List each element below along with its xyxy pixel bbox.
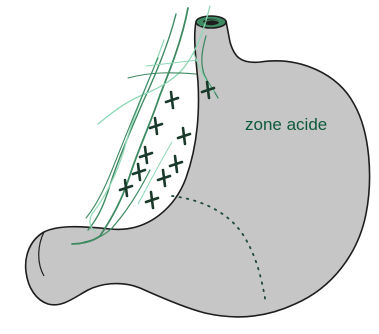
cross-marker-icon	[140, 147, 152, 163]
cross-marker-icon	[178, 128, 190, 144]
cross-marker-icon	[133, 164, 145, 180]
cross-marker-icon	[146, 192, 158, 208]
cross-marker-icon	[170, 156, 182, 172]
nerve-fiber-8	[128, 73, 196, 78]
cross-marker-icon	[166, 92, 178, 108]
zone-acide-label: zone acide	[245, 115, 327, 134]
nerve-fiber-12	[138, 142, 172, 204]
cross-marker-icon	[120, 180, 132, 196]
cross-marker-icon	[150, 118, 162, 134]
cross-marker-icon	[158, 170, 170, 186]
